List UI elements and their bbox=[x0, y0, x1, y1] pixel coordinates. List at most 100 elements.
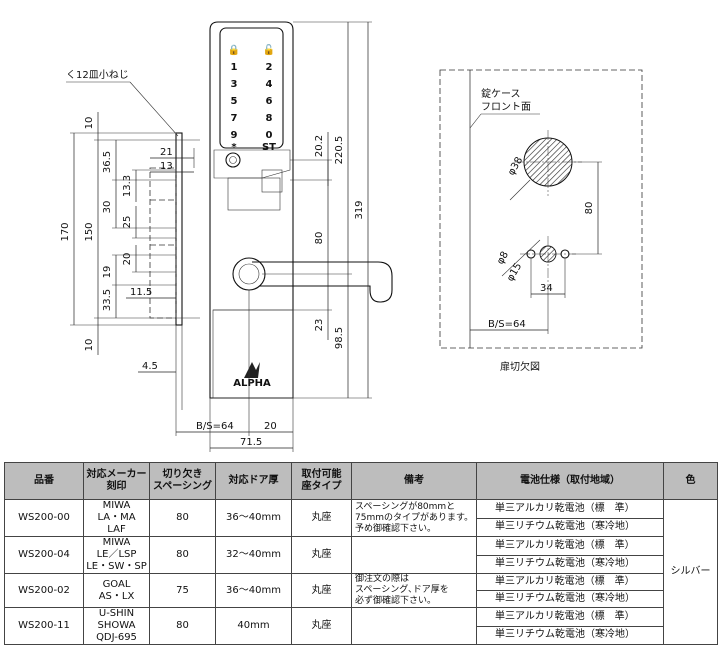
header-model: 品番 bbox=[4, 462, 84, 500]
spec-table: 品番 対応メーカー 刻印 切り欠き スペーシング 対応ドア厚 取付可能 座タイプ… bbox=[4, 462, 718, 645]
svg-text:ALPHA: ALPHA bbox=[233, 378, 271, 389]
front-dimensions: く12皿小ねじ 170 10 10 150 36.5 bbox=[60, 21, 372, 452]
key-star: * bbox=[231, 142, 237, 153]
header-seat-type: 取付可能 座タイプ bbox=[291, 462, 352, 500]
header-maker: 対応メーカー 刻印 bbox=[83, 462, 150, 500]
door-cutout-view: 錠ケース フロント面 φ38 φ8 φ15 80 34 B/S=64 扉切 bbox=[439, 69, 643, 373]
header-spacing: 切り欠き スペーシング bbox=[149, 462, 216, 500]
cell-door-thickness: 40mm bbox=[215, 607, 292, 645]
cell-battery-standard: 単三アルカリ乾電池（標 準） bbox=[476, 536, 664, 556]
cell-note bbox=[351, 536, 477, 574]
svg-text:20: 20 bbox=[264, 421, 277, 432]
svg-text:71.5: 71.5 bbox=[240, 437, 262, 448]
key-9: 9 bbox=[231, 130, 238, 141]
cell-door-thickness: 32〜40mm bbox=[215, 536, 292, 574]
key-6: 6 bbox=[266, 96, 273, 107]
svg-text:19: 19 bbox=[102, 266, 113, 279]
cell-spacing: 80 bbox=[149, 536, 216, 574]
svg-text:φ8: φ8 bbox=[495, 250, 511, 267]
cell-battery-cold: 単三リチウム乾電池（寒冷地） bbox=[476, 554, 664, 574]
cell-model: WS200-11 bbox=[4, 607, 84, 645]
cell-battery-standard: 単三アルカリ乾電池（標 準） bbox=[476, 573, 664, 591]
svg-text:33.5: 33.5 bbox=[102, 289, 113, 311]
key-2: 2 bbox=[266, 62, 273, 73]
key-0: 0 bbox=[266, 130, 273, 141]
table-row: 単三リチウム乾電池（寒冷地） bbox=[5, 590, 718, 608]
svg-text:13: 13 bbox=[160, 161, 173, 172]
cell-battery-standard: 単三アルカリ乾電池（標 準） bbox=[476, 499, 664, 519]
svg-text:23: 23 bbox=[314, 319, 325, 332]
svg-text:B/S=64: B/S=64 bbox=[196, 421, 234, 432]
table-row: WS200-02 GOAL AS・LX 75 36〜40mm 丸座 御注文の際は… bbox=[4, 573, 718, 608]
svg-text:10: 10 bbox=[84, 117, 95, 130]
keypad-panel bbox=[219, 27, 284, 149]
svg-text:10: 10 bbox=[84, 339, 95, 352]
cell-door-thickness: 36〜40mm bbox=[215, 573, 292, 608]
cell-model: WS200-04 bbox=[4, 536, 84, 574]
key-5: 5 bbox=[231, 96, 238, 107]
svg-text:21: 21 bbox=[160, 147, 173, 158]
svg-text:98.5: 98.5 bbox=[334, 327, 345, 349]
key-1: 1 bbox=[231, 62, 238, 73]
svg-text:φ15: φ15 bbox=[505, 261, 524, 283]
table-row: WS200-11 U-SHIN SHOWA QDJ-695 80 40mm 丸座… bbox=[4, 607, 718, 645]
svg-text:150: 150 bbox=[84, 222, 95, 241]
svg-text:36.5: 36.5 bbox=[102, 151, 113, 173]
svg-text:B/S=64: B/S=64 bbox=[488, 319, 526, 330]
front-face-label: フロント面 bbox=[481, 102, 531, 113]
cell-battery-cold: 単三リチウム乾電池（寒冷地） bbox=[476, 590, 664, 608]
cell-seat-type: 丸座 bbox=[291, 536, 352, 574]
svg-text:319: 319 bbox=[354, 200, 365, 219]
header-note: 備考 bbox=[351, 462, 477, 500]
unlock-icon: 🔓 bbox=[263, 43, 275, 56]
cell-color: シルバー bbox=[663, 499, 718, 645]
svg-text:220.5: 220.5 bbox=[334, 136, 345, 165]
cell-door-thickness: 36〜40mm bbox=[215, 499, 292, 537]
door-section bbox=[175, 132, 183, 326]
cell-maker: MIWA LE／LSP LE・SW・SP bbox=[83, 536, 150, 574]
cell-battery-cold: 単三リチウム乾電池（寒冷地） bbox=[476, 517, 664, 537]
svg-text:170: 170 bbox=[60, 222, 71, 241]
svg-text:4.5: 4.5 bbox=[142, 361, 158, 372]
cell-seat-type: 丸座 bbox=[291, 499, 352, 537]
header-color: 色 bbox=[663, 462, 718, 500]
cutout-frame bbox=[439, 69, 643, 349]
cell-maker: U-SHIN SHOWA QDJ-695 bbox=[83, 607, 150, 645]
cell-model: WS200-00 bbox=[4, 499, 84, 537]
svg-text:13.3: 13.3 bbox=[122, 175, 133, 197]
lock-body-outline bbox=[209, 21, 294, 399]
cell-maker: GOAL AS・LX bbox=[83, 573, 150, 608]
cell-battery-standard: 単三アルカリ乾電池（標 準） bbox=[476, 607, 664, 627]
cell-note bbox=[351, 607, 477, 645]
lock-icon: 🔒 bbox=[228, 44, 240, 56]
cell-spacing: 80 bbox=[149, 607, 216, 645]
cylinder bbox=[225, 152, 241, 168]
cell-note: 御注文の際は スペーシング､ドア厚を 必ず御確認下さい。 bbox=[351, 573, 477, 608]
svg-text:20: 20 bbox=[122, 253, 133, 266]
front-view: 🔒 🔓 1 2 3 4 5 6 7 8 9 0 * ST ALPHA く12皿小… bbox=[60, 21, 393, 452]
header-door-thickness: 対応ドア厚 bbox=[215, 462, 292, 500]
table-header-row: 品番 対応メーカー 刻印 切り欠き スペーシング 対応ドア厚 取付可能 座タイプ… bbox=[4, 462, 718, 500]
keypad: 🔒 🔓 1 2 3 4 5 6 7 8 9 0 * ST bbox=[228, 43, 276, 153]
key-3: 3 bbox=[231, 79, 238, 90]
cell-seat-type: 丸座 bbox=[291, 607, 352, 645]
svg-text:25: 25 bbox=[122, 216, 133, 229]
svg-text:80: 80 bbox=[584, 202, 595, 215]
cutout-caption: 扉切欠図 bbox=[500, 360, 540, 373]
table-row: WS200-04 MIWA LE／LSP LE・SW・SP 80 32〜40mm… bbox=[4, 536, 718, 574]
key-8: 8 bbox=[266, 113, 273, 124]
cell-spacing: 75 bbox=[149, 573, 216, 608]
svg-text:80: 80 bbox=[314, 232, 325, 245]
header-battery: 電池仕様（取付地域） bbox=[476, 462, 664, 500]
table-row: 単三リチウム乾電池（寒冷地） bbox=[5, 625, 718, 645]
cell-battery-cold: 単三リチウム乾電池（寒冷地） bbox=[476, 625, 664, 645]
screw-note: く12皿小ねじ bbox=[66, 69, 129, 81]
svg-text:30: 30 bbox=[102, 201, 113, 214]
svg-text:φ38: φ38 bbox=[506, 155, 525, 177]
svg-text:11.5: 11.5 bbox=[130, 287, 152, 298]
cell-spacing: 80 bbox=[149, 499, 216, 537]
key-7: 7 bbox=[231, 113, 238, 124]
lock-technical-drawing: 🔒 🔓 1 2 3 4 5 6 7 8 9 0 * ST ALPHA く12皿小… bbox=[60, 21, 643, 452]
cell-seat-type: 丸座 bbox=[291, 573, 352, 608]
svg-text:20.2: 20.2 bbox=[314, 135, 325, 157]
